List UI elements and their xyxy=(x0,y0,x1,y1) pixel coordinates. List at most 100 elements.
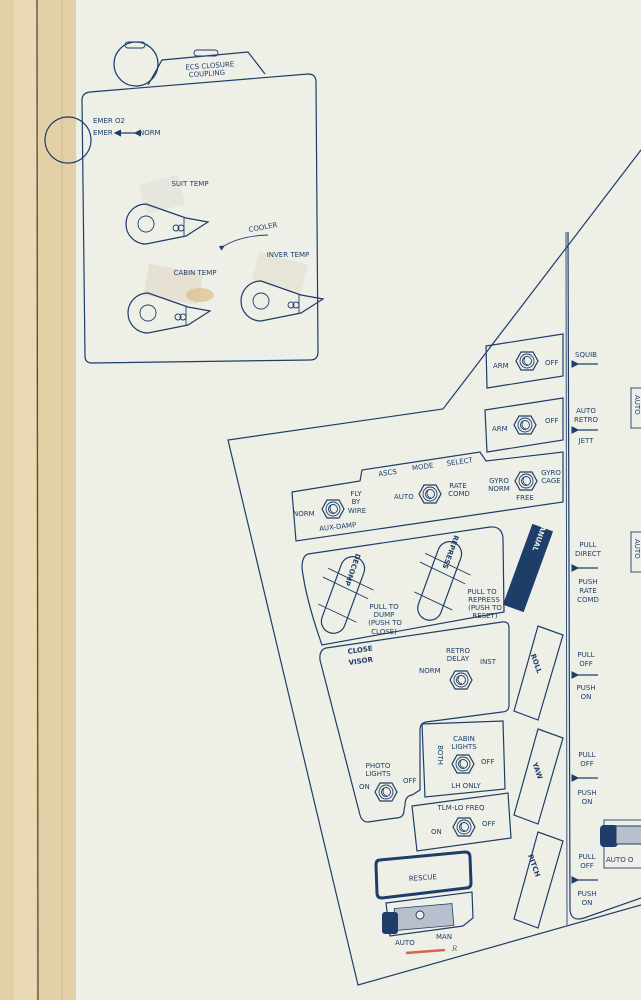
push-label: PUSH xyxy=(577,890,596,898)
roll-labels: PULL OFF PUSH ON xyxy=(571,651,598,701)
retro-delay-inst-label: INST xyxy=(480,658,497,666)
free-label: FREE xyxy=(516,494,534,502)
wire-label: WIRE xyxy=(348,507,366,515)
rescue-auto-label: AUTO xyxy=(395,939,415,947)
fly-label: FLY xyxy=(350,490,362,498)
pitch-handle[interactable]: PITCH xyxy=(513,831,564,929)
tlm-lo-freq-panel: TLM-LO FREQ ON OFF xyxy=(411,792,512,852)
repress-handle[interactable]: REPRESS xyxy=(402,527,482,629)
squib-toggle[interactable] xyxy=(515,351,539,371)
photo-lights-label-2: LIGHTS xyxy=(365,770,391,778)
repress-label-3: (PUSH TO xyxy=(468,604,502,612)
auto-label: AUTO xyxy=(633,539,641,559)
ecs-closure-label: ECS CLOSURE xyxy=(185,60,234,71)
emer-label: EMER xyxy=(93,129,113,137)
select-title: SELECT xyxy=(446,456,474,468)
ascs-norm-label: NORM xyxy=(293,510,315,518)
dump-label-3: (PUSH TO xyxy=(368,619,402,627)
cabin-lights-toggle[interactable] xyxy=(451,754,475,774)
main-panel-outline xyxy=(227,149,641,986)
pencil-mark xyxy=(405,948,446,955)
cabin-lights-off-label: OFF xyxy=(481,758,495,766)
rescue-button[interactable] xyxy=(374,850,473,900)
visor-panel: CLOSE VISOR RETRO DELAY NORM INST PHOTO … xyxy=(319,621,510,823)
cooler-label: COOLER xyxy=(248,221,278,234)
lh-only-label: LH ONLY xyxy=(451,782,481,790)
off-label: OFF xyxy=(580,862,594,870)
gyro-norm-label-2: NORM xyxy=(488,485,510,493)
fly-by-wire-toggle[interactable] xyxy=(321,499,345,519)
cabin-lights-label-1: CABIN xyxy=(453,735,475,743)
retro-delay-toggle[interactable] xyxy=(449,670,473,690)
suit-temp-knob[interactable] xyxy=(125,203,209,245)
auto-label: AUTO xyxy=(576,407,596,415)
photo-lights-label-1: PHOTO xyxy=(366,762,391,770)
handwritten-r: R xyxy=(451,945,458,953)
rate-comd-toggle[interactable] xyxy=(418,484,442,504)
pull-label: PULL xyxy=(577,651,594,659)
squib-switch-panel: ARM OFF xyxy=(485,333,564,389)
by-label: BY xyxy=(352,498,361,506)
rescue-label: RESCUE xyxy=(409,873,438,883)
on-label: ON xyxy=(581,693,592,701)
dump-label-1: PULL TO xyxy=(369,603,399,611)
squib-label: SQUIB xyxy=(575,351,597,359)
right-column-outline xyxy=(567,231,641,920)
ascs-title: ASCS xyxy=(378,468,398,479)
dump-label-4: CLOSE) xyxy=(371,628,397,636)
retro-off-label: OFF xyxy=(545,417,559,425)
photo-off-label: OFF xyxy=(403,777,417,785)
ecs-coupling-label: COUPLING xyxy=(188,69,225,80)
direct-label: DIRECT xyxy=(575,550,602,558)
gyro-cage-label-2: CAGE xyxy=(541,477,560,485)
roll-handle[interactable]: ROLL xyxy=(513,625,564,721)
inver-temp-label: INVER TEMP xyxy=(267,251,310,259)
suit-temp-label: SUIT TEMP xyxy=(171,180,208,188)
repress-label: REPRESS xyxy=(440,534,460,570)
tlm-lo-freq-label: TLM-LO FREQ xyxy=(437,804,485,812)
mode-title: MODE xyxy=(412,462,434,473)
squib-arm-label: ARM xyxy=(493,362,509,370)
retro-arm-label: ARM xyxy=(492,425,508,433)
direct-rate-labels: PULL DIRECT PUSH RATE COMD xyxy=(571,541,602,604)
norm-label: NORM xyxy=(139,129,161,137)
auto-retro-jett-switch-panel: ARM OFF xyxy=(484,397,564,453)
emer-o2-label: EMER O2 xyxy=(93,117,125,125)
rescue-panel: RESCUE AUTO MAN R xyxy=(374,850,474,955)
ecs-panel: ECS CLOSURE COUPLING EMER O2 EMER NORM S… xyxy=(44,41,324,364)
tlm-off-label: OFF xyxy=(482,820,496,828)
on-label: ON xyxy=(582,899,593,907)
rescue-man-label: MAN xyxy=(436,933,452,941)
ascs-mode-select-panel: ASCS MODE SELECT NORM FLY BY WIRE AUX-DA… xyxy=(291,451,564,542)
auto-retro-toggle[interactable] xyxy=(513,415,537,435)
tlm-lo-freq-toggle[interactable] xyxy=(452,817,476,837)
rate-label: RATE xyxy=(579,587,597,595)
rate-label: RATE xyxy=(449,482,467,490)
on-label: ON xyxy=(582,798,593,806)
aux-damp-label: AUX-DAMP xyxy=(319,521,357,533)
cabin-lights-panel: CABIN LIGHTS BOTH OFF LH ONLY xyxy=(421,720,506,798)
rescue-auto-man-lever[interactable] xyxy=(382,903,455,934)
manual-handle[interactable]: MANUAL xyxy=(502,516,556,613)
tlm-on-label: ON xyxy=(431,828,442,836)
retro-delay-label-2: DELAY xyxy=(447,655,470,663)
gyro-toggle[interactable] xyxy=(514,471,538,491)
cabin-pressure-panel: DECOMP REPRESS PULL TO DUMP (PUSH TO CLO… xyxy=(301,526,505,646)
push-label: PUSH xyxy=(576,684,595,692)
push-label: PUSH xyxy=(578,578,597,586)
gyro-norm-label-1: GYRO xyxy=(489,477,509,485)
yaw-handle[interactable]: YAW xyxy=(513,728,564,825)
fold-line xyxy=(36,0,39,1000)
photo-on-label: ON xyxy=(359,783,370,791)
comd-label: COMD xyxy=(577,596,599,604)
close-visor-label-1: CLOSE xyxy=(347,645,373,656)
pull-label: PULL xyxy=(579,541,596,549)
emer-o2-knob[interactable] xyxy=(44,116,92,164)
cabin-lights-label-2: LIGHTS xyxy=(451,743,477,751)
ascs-auto-label: AUTO xyxy=(394,493,414,501)
auto-label: AUTO xyxy=(633,395,641,415)
photo-lights-toggle[interactable] xyxy=(374,782,398,802)
off-label: OFF xyxy=(580,760,594,768)
decomp-label: DECOMP xyxy=(343,552,362,586)
gyro-cage-label-1: GYRO xyxy=(541,469,561,477)
